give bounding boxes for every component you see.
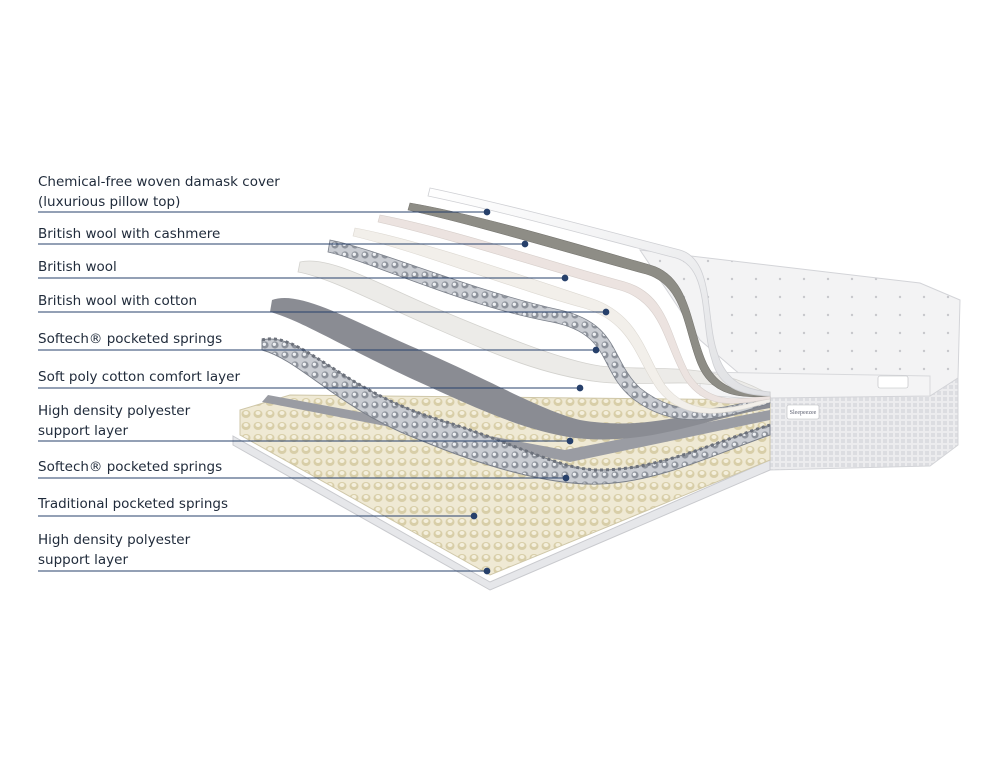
leader-dot bbox=[592, 346, 600, 354]
label-line: British wool with cashmere bbox=[38, 226, 221, 242]
label-line: support layer bbox=[38, 552, 128, 568]
label-line: Softech® pocketed springs bbox=[38, 459, 223, 475]
label-softech-springs-upper: Softech® pocketed springs bbox=[38, 329, 222, 349]
leader-dot bbox=[521, 240, 529, 248]
leader-dot bbox=[576, 384, 584, 392]
leader-dot bbox=[483, 567, 491, 575]
layer-wool-cotton bbox=[352, 227, 771, 414]
label-softech-springs-lower: Softech® pocketed springs bbox=[38, 457, 222, 477]
brand-label-icon bbox=[877, 375, 909, 389]
label-line: Softech® pocketed springs bbox=[38, 331, 223, 347]
leader-dot bbox=[483, 208, 491, 216]
layer-support-bottom bbox=[232, 435, 771, 591]
label-line: support layer bbox=[38, 423, 128, 439]
layer-damask-cover bbox=[427, 187, 771, 397]
label-support-bottom: High density polyester support layer bbox=[38, 530, 190, 570]
label-line: (luxurious pillow top) bbox=[38, 194, 181, 210]
leader-dot bbox=[566, 437, 574, 445]
leader-dot bbox=[470, 512, 478, 520]
label-line: British wool bbox=[38, 259, 117, 275]
leader-dot bbox=[561, 274, 569, 282]
layer-support-middle bbox=[262, 395, 770, 462]
label-wool: British wool bbox=[38, 257, 117, 277]
label-support-upper: High density polyester support layer bbox=[38, 401, 190, 441]
label-damask-cover: Chemical-free woven damask cover (luxuri… bbox=[38, 172, 280, 212]
leader-dot bbox=[602, 308, 610, 316]
layer-wool bbox=[377, 214, 771, 404]
label-line: High density polyester bbox=[38, 532, 191, 548]
label-line: High density polyester bbox=[38, 403, 191, 419]
mattress-body: Sleepeezee bbox=[638, 249, 961, 471]
label-line: British wool with cotton bbox=[38, 293, 198, 309]
layer-softech-springs-lower bbox=[261, 338, 771, 485]
label-line: Traditional pocketed springs bbox=[38, 496, 228, 512]
label-traditional-springs: Traditional pocketed springs bbox=[38, 494, 228, 514]
brand-badge bbox=[786, 404, 820, 420]
label-comfort-layer: Soft poly cotton comfort layer bbox=[38, 367, 240, 387]
label-wool-cashmere: British wool with cashmere bbox=[38, 224, 220, 244]
layer-softech-springs-upper bbox=[327, 239, 771, 421]
label-line: Soft poly cotton comfort layer bbox=[38, 369, 241, 385]
label-line: Chemical-free woven damask cover bbox=[38, 174, 280, 190]
label-wool-cotton: British wool with cotton bbox=[38, 291, 197, 311]
leader-dot bbox=[562, 474, 570, 482]
brand-badge-text: Sleepeezee bbox=[790, 410, 817, 416]
